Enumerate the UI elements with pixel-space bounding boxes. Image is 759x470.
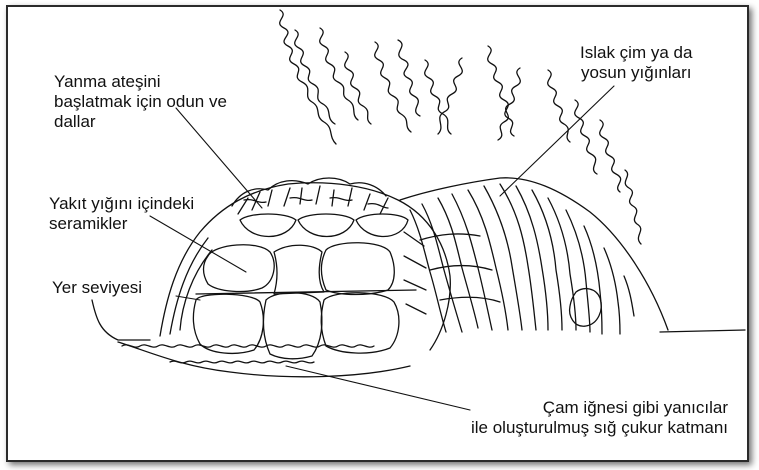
top-branches [232,178,388,214]
label-wood-and-branches: Yanma ateşini başlatmak için odun ve dal… [54,72,227,132]
ceramics-top-row [240,214,408,237]
label-shallow-pit-layer: Çam iğnesi gibi yanıcılar ile oluşturulm… [412,398,728,438]
grass-heap [400,178,668,334]
label-ground-level: Yer seviyesi [52,278,142,298]
ceramics-bottom-row [193,293,399,359]
ceramics-middle-row [196,243,416,295]
label-ceramics: Yakıt yığını içindeki seramikler [49,194,194,234]
ground-line [92,300,150,340]
ground-line-right [660,330,745,332]
label-wet-grass-moss: Islak çim ya da yosun yığınları [580,43,692,83]
